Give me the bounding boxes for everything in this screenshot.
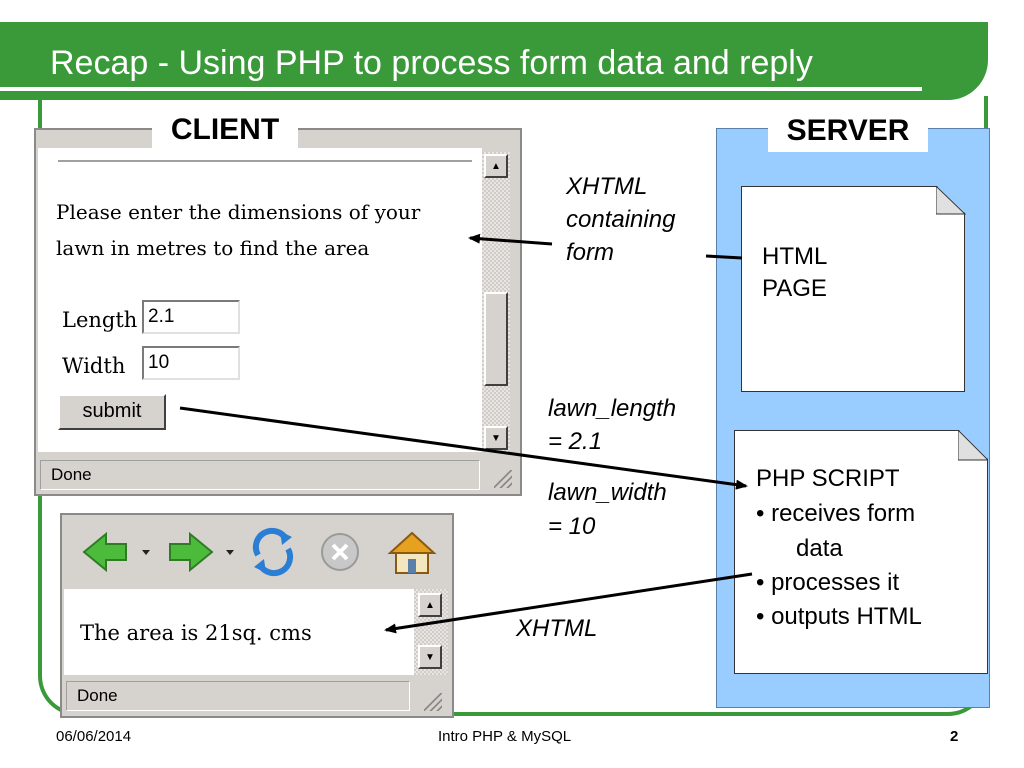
php-line5: • outputs HTML xyxy=(756,603,922,630)
back-dropdown-icon xyxy=(142,550,150,555)
forward-arrow-icon xyxy=(169,531,214,573)
xhtml-form-line2: containing xyxy=(566,206,676,233)
scroll-up-icon[interactable]: ▲ xyxy=(418,593,442,617)
arrow-php-to-result xyxy=(384,572,753,634)
connector-html-page xyxy=(705,254,743,260)
lawn-length-line1: lawn_length xyxy=(548,395,677,422)
footer-center: Intro PHP & MySQL xyxy=(438,728,572,745)
html-page-doc xyxy=(741,186,965,392)
footer-page-number: 2 xyxy=(950,728,959,745)
form-browser-window: Please enter the dimensions of your lawn… xyxy=(34,128,522,496)
form-status-bar: Done xyxy=(36,456,520,494)
form-scrollbar[interactable]: ▲ ▼ xyxy=(482,152,510,452)
php-script-folded-corner xyxy=(958,430,988,461)
xhtml-reply-label: XHTML xyxy=(516,615,598,642)
result-browser-window: The area is 21sq. cms ▲ ▼ Done xyxy=(60,513,454,718)
result-scrollbar[interactable]: ▲ ▼ xyxy=(414,589,448,675)
length-label: Length xyxy=(62,308,138,332)
php-line4: • processes it xyxy=(756,569,900,596)
toolbar-icons xyxy=(82,527,437,577)
result-browser-page: The area is 21sq. cms xyxy=(64,589,414,675)
php-line2: • receives form xyxy=(756,500,916,527)
title-underline xyxy=(0,87,922,91)
lawn-width-line2: = 10 xyxy=(548,513,596,540)
php-script-doc xyxy=(734,430,988,674)
forward-dropdown-icon xyxy=(226,550,234,555)
scroll-down-icon[interactable]: ▼ xyxy=(484,426,508,450)
submit-button[interactable]: submit xyxy=(58,394,166,430)
html-page-line1: HTML xyxy=(762,243,828,270)
php-line3: data xyxy=(796,535,843,562)
back-arrow-icon xyxy=(82,531,127,573)
resize-grip-icon[interactable] xyxy=(494,470,512,488)
server-label: SERVER xyxy=(768,110,928,152)
scroll-down-icon[interactable]: ▼ xyxy=(418,645,442,669)
form-prompt-line1: Please enter the dimensions of your xyxy=(56,200,421,224)
xhtml-form-line1: XHTML xyxy=(566,173,648,200)
lawn-length-line2: = 2.1 xyxy=(548,428,603,455)
slide-title: Recap - Using PHP to process form data a… xyxy=(50,44,813,82)
form-status-text: Done xyxy=(40,460,480,490)
html-page-folded-corner xyxy=(936,186,966,215)
arrow-form-to-browser xyxy=(468,233,553,246)
browser-toolbar xyxy=(62,515,452,587)
html-page-line2: PAGE xyxy=(762,275,827,302)
stop-icon xyxy=(321,533,359,571)
scroll-thumb[interactable] xyxy=(484,292,508,386)
width-label: Width xyxy=(62,354,126,378)
width-input[interactable]: 10 xyxy=(142,346,240,380)
horizontal-rule xyxy=(58,160,472,162)
result-status-bar: Done xyxy=(62,677,452,716)
result-status-text: Done xyxy=(66,681,410,711)
lawn-width-line1: lawn_width xyxy=(548,479,667,506)
arrow-submit-to-php xyxy=(179,406,748,490)
form-browser-page: Please enter the dimensions of your lawn… xyxy=(38,148,482,452)
footer-date: 06/06/2014 xyxy=(56,728,132,745)
scroll-up-icon[interactable]: ▲ xyxy=(484,154,508,178)
length-input[interactable]: 2.1 xyxy=(142,300,240,334)
resize-grip-icon[interactable] xyxy=(424,693,442,711)
client-label: CLIENT xyxy=(152,110,298,150)
refresh-icon xyxy=(252,527,294,577)
php-line1: PHP SCRIPT xyxy=(756,465,900,492)
home-icon xyxy=(387,531,437,574)
form-prompt-line2: lawn in metres to find the area xyxy=(56,236,370,260)
xhtml-form-line3: form xyxy=(566,239,614,266)
result-text: The area is 21sq. cms xyxy=(80,621,312,645)
